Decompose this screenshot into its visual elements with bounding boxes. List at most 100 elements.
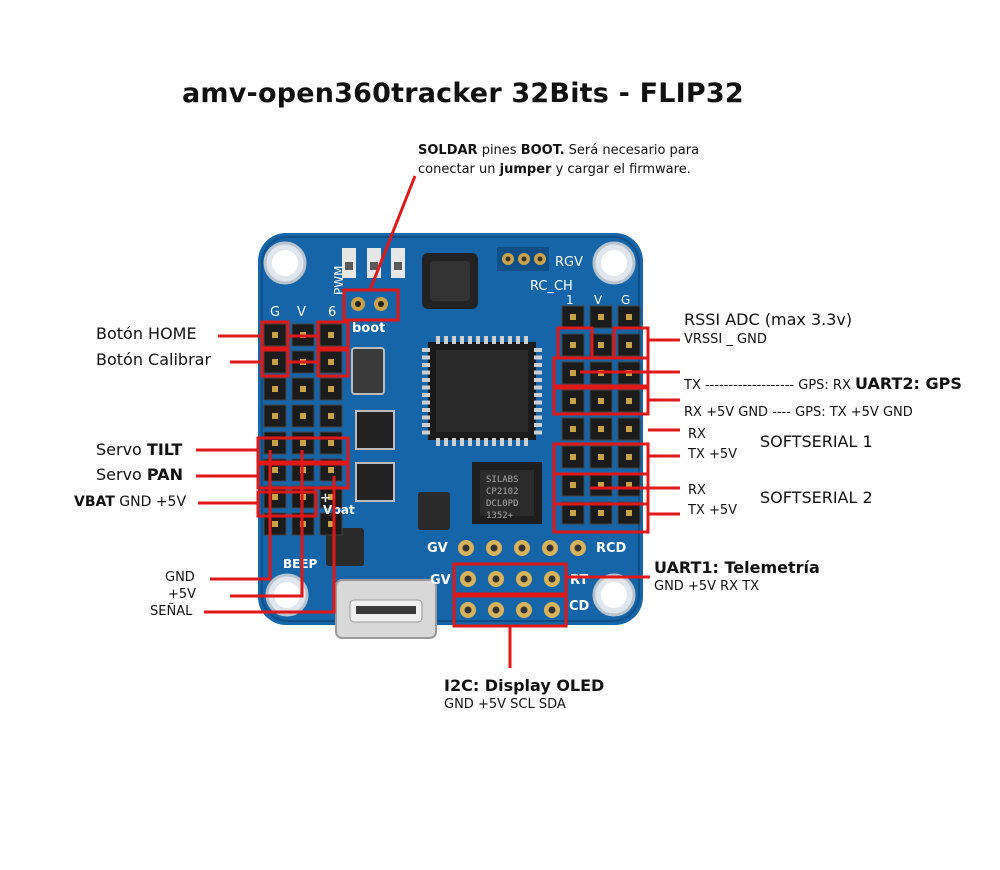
right-header-pin-pad [570,370,576,376]
boot-note-l2-pre: conectar un [418,162,500,177]
mcu-pin [516,336,520,344]
mcu-pin [524,336,528,344]
mcu-pin [476,336,480,344]
mcu-pin [534,431,542,435]
mcu-pin [500,438,504,446]
label-calibrar: Botón Calibrar [96,350,211,369]
label-pan: Servo PAN [96,465,183,484]
silk-chip2: CP2102 [486,487,519,497]
silk-g: G [270,305,280,320]
mcu-pin [534,401,542,405]
mcu-pin [534,356,542,360]
right-header-pin-pad [626,454,632,460]
mcu-pin [534,386,542,390]
left-header-pin-pad [300,386,306,392]
uart1-pin-hole [549,576,556,583]
rcd-pin-hole [519,545,526,552]
mcu-pin [452,438,456,446]
i2c-pin-hole [521,607,528,614]
mcu-pin [422,356,430,360]
tilt-pre: Servo [96,440,147,459]
left-header-pin-pad [272,494,278,500]
i2c-pin-hole [493,607,500,614]
label-plus5v: +5V [168,587,196,602]
silk-rgv: RGV [555,255,583,270]
left-header-pin-pad [272,413,278,419]
right-header-pin-pad [598,398,604,404]
mcu-pin [460,438,464,446]
label-vbat: VBAT GND +5V [74,494,186,510]
right-header-pin-pad [626,510,632,516]
mcu-pin [508,438,512,446]
silk-v: V [297,305,306,320]
mcu-pin [492,438,496,446]
silk-chip4: 1352+ [486,511,514,521]
left-header-pin-pad [328,359,334,365]
right-header-pin-pad [598,426,604,432]
rcd-pin-hole [491,545,498,552]
mcu-pin [422,363,430,367]
left-header-pin-pad [272,521,278,527]
right-header-pin-pad [598,342,604,348]
boot-note-mid: pines [478,143,521,158]
label-rssi-sub: VRSSI _ GND [684,332,767,347]
boot-note-post: Será necesario para [565,143,700,158]
mcu-pin [468,336,472,344]
mcu-pin [422,416,430,420]
mcu-pin [422,393,430,397]
right-header-pin-pad [626,342,632,348]
left-header-pin-pad [328,467,334,473]
silk-rt: RT [570,573,588,588]
silk-rcd: RCD [596,541,627,556]
left-header-pin-pad [300,413,306,419]
mcu-pin [524,438,528,446]
right-header-pin-pad [570,426,576,432]
vbat-bold: VBAT [74,494,115,510]
label-uart1-sub: GND +5V RX TX [654,579,759,594]
i2c-pin-hole [549,607,556,614]
boot-note-b2: BOOT. [521,143,565,158]
mcu-pin [436,336,440,344]
mcu-pin [452,336,456,344]
silk-chip3: DCL0PD [486,499,519,509]
right-header-pin-pad [626,398,632,404]
mcu-pin [534,423,542,427]
silk-beep: BEEP [283,557,318,571]
mcu-pin [534,416,542,420]
silk-plus: + [320,491,331,506]
left-header-pin-pad [272,440,278,446]
page-title: amv-open360tracker 32Bits - FLIP32 [182,78,744,109]
mcu-pin [436,438,440,446]
mcu-pin [422,348,430,352]
tilt-bold: TILT [147,440,182,459]
silk-g2: G [621,293,630,307]
silk-boot: boot [352,321,385,336]
mcu-pin [516,438,520,446]
label-uart2: TX ------------------- GPS: RX UART2: GP… [684,374,962,393]
right-header-pin-pad [570,454,576,460]
left-header-pin-pad [300,440,306,446]
boot-note: SOLDAR pines BOOT. Será necesario para c… [418,141,699,179]
label-ss2-title: SOFTSERIAL 2 [760,488,873,507]
mcu-pin [484,438,488,446]
left-header-pin-pad [272,359,278,365]
label-senal: SEÑAL [150,604,192,619]
silk-rc-ch: RC_CH [530,279,573,294]
mcu-pin [508,336,512,344]
mcu-pin [484,336,488,344]
mcu-pin [422,401,430,405]
mcu-pin [492,336,496,344]
pan-bold: PAN [147,465,183,484]
uart1-pin-hole [521,576,528,583]
label-rssi-title: RSSI ADC (max 3.3v) [684,310,852,329]
right-header-pin-pad [570,342,576,348]
right-header-pin-pad [570,482,576,488]
mcu-pin [534,348,542,352]
silk-cd: CD [569,599,590,614]
mcu-pin [422,371,430,375]
boot-note-l2-b: jumper [500,162,552,177]
mcu-pin [422,378,430,382]
label-i2c-title: I2C: Display OLED [444,676,604,695]
right-header-pin-pad [626,426,632,432]
right-header-pin-pad [598,314,604,320]
